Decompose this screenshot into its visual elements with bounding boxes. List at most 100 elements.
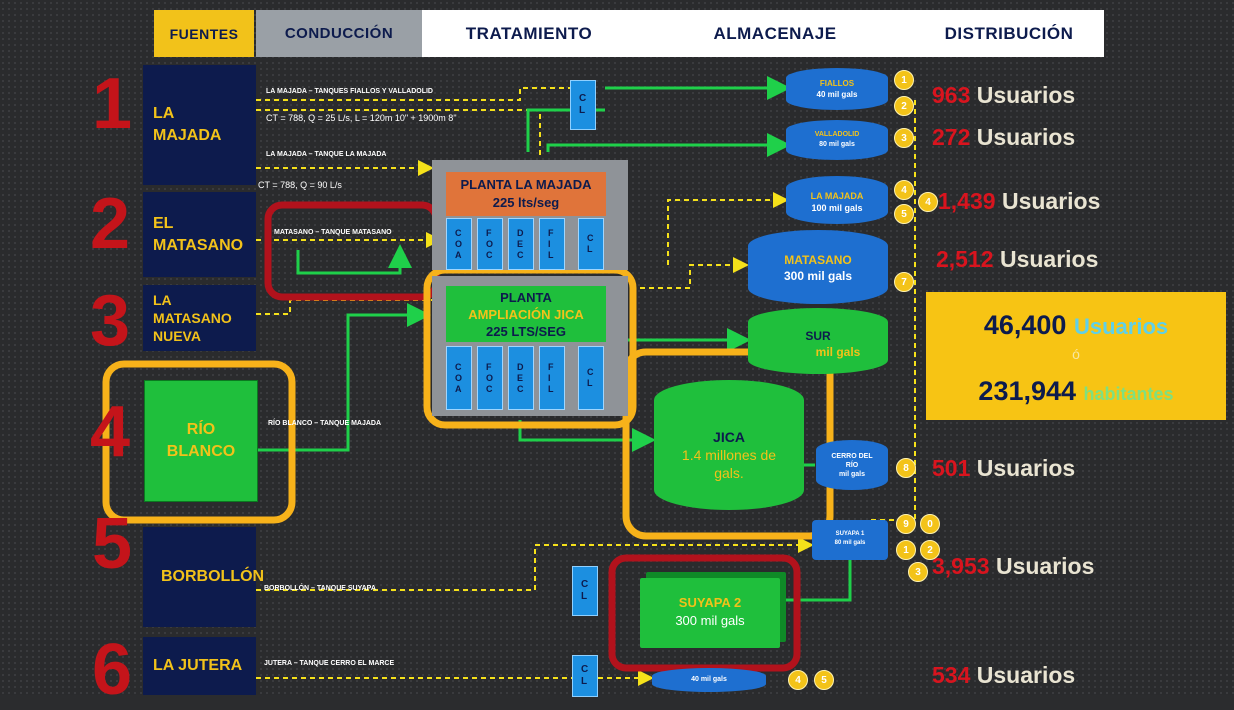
filter-label: F O C (486, 227, 494, 260)
tank-la-majada: LA MAJADA 100 mil gals (786, 176, 888, 224)
tank-capacity: mil gals (838, 471, 866, 478)
source-la-majada: LA MAJADA (143, 65, 256, 185)
filter-foc-2: F O C (477, 346, 503, 410)
users-2512: 2,512 Usuarios (936, 246, 1098, 273)
tank-capacity: 300 mil gals (783, 269, 853, 283)
users-label: Usuarios (976, 455, 1076, 481)
users-label: Usuarios (976, 124, 1076, 150)
users-1439: 1,439 Usuarios (938, 188, 1100, 215)
source-number-2: 2 (90, 184, 131, 264)
source-borbollon: BORBOLLÓN (143, 527, 264, 627)
highlight-matasano (264, 201, 440, 301)
badge: 2 (920, 540, 940, 560)
badge: 5 (894, 204, 914, 224)
conduction-majada-formula: CT = 788, Q = 25 L/s, L = 120m 10" + 190… (266, 113, 457, 123)
source-rio-blanco: RÍO BLANCO (144, 380, 258, 502)
conduction-majada-2: LA MAJADA – TANQUE LA MAJADA (266, 151, 387, 158)
filter-coa-1: C O A (446, 218, 472, 270)
filter-dec-1: D E C (508, 218, 534, 270)
filter-label: C L (587, 367, 594, 388)
plant-jica-title: PLANTA (500, 290, 552, 305)
header-tratamiento: TRATAMIENTO (422, 10, 636, 57)
tank-fiallos: FIALLOS 40 mil gals (786, 68, 888, 110)
badge: 8 (896, 458, 916, 478)
tank-name: SUYAPA 2 (678, 595, 742, 610)
tank-sur: SUR mil gals (748, 308, 888, 374)
tank-valladolid: VALLADOLID 80 mil gals (786, 120, 888, 160)
tank-jutera: 40 mil gals (652, 668, 766, 692)
tank-name: LA MAJADA (810, 191, 864, 201)
filter-dec-2: D E C (508, 346, 534, 410)
tank-name: CERRO DEL RÍO (831, 453, 873, 469)
users-number: 501 (932, 455, 971, 481)
highlight-rio-blanco (102, 360, 296, 524)
tank-name: VALLADOLID (814, 131, 860, 138)
users-number: 534 (932, 662, 971, 688)
conduction-rio-blanco: RÍO BLANCO – TANQUE MAJADA (268, 420, 382, 427)
tank-capacity: 1.4 millones de gals. (681, 447, 777, 481)
users-501: 501 Usuarios (932, 455, 1075, 482)
plant-jica-sub: AMPLIACIÓN JICA (468, 307, 584, 322)
badge: 1 (894, 70, 914, 90)
users-534: 534 Usuarios (932, 662, 1075, 689)
users-number: 3,953 (932, 553, 990, 579)
header-conduccion: CONDUCCIÓN (256, 10, 422, 57)
highlight-jica-plant (423, 266, 637, 429)
filter-label: C O A (455, 361, 463, 394)
tank-capacity: mil gals (815, 345, 861, 359)
source-number-6: 6 (92, 630, 133, 710)
filter-label: F I L (548, 227, 554, 260)
badge: 1 (896, 540, 916, 560)
plant-majada-flow: 225 lts/seg (492, 195, 560, 210)
users-label: Usuarios (1001, 188, 1101, 214)
source-la-matasano-nueva: LA MATASANO NUEVA (143, 285, 256, 351)
totals-hab-number: 231,944 (978, 376, 1077, 406)
source-el-matasano: EL MATASANO (143, 192, 256, 277)
users-label: Usuarios (995, 553, 1095, 579)
tank-capacity: 100 mil gals (811, 203, 863, 213)
users-label: Usuarios (976, 662, 1076, 688)
users-number: 963 (932, 82, 971, 108)
cl-box-jutera: C L (572, 655, 598, 697)
tank-name: SUYAPA 1 (835, 531, 865, 537)
conduction-borbollon: BORBOLLÓN – TANQUE SUYAPA (264, 585, 376, 592)
source-label: LA MATASANO NUEVA (153, 292, 232, 344)
filter-label: F I L (548, 361, 554, 394)
filter-label: F O C (486, 361, 494, 394)
tank-capacity: 40 mil gals (691, 676, 727, 683)
cl-box-borbollon: C L (572, 566, 598, 616)
users-272: 272 Usuarios (932, 124, 1075, 151)
totals-users-label: Usuarios (1073, 314, 1169, 339)
cl-label: C L (581, 579, 589, 602)
badge: 4 (894, 180, 914, 200)
totals-connector: ó (1072, 346, 1080, 362)
source-label: RÍO BLANCO (166, 421, 236, 460)
header-almacenaje: ALMACENAJE (636, 10, 914, 57)
plant-jica: PLANTA AMPLIACIÓN JICA 225 LTS/SEG C O A… (432, 276, 628, 416)
badge: 3 (894, 128, 914, 148)
filter-cl-2: C L (578, 346, 604, 410)
badge: 2 (894, 96, 914, 116)
source-label: EL MATASANO (153, 214, 244, 254)
filter-label: C L (587, 233, 594, 254)
tank-capacity: 300 mil gals (675, 613, 745, 628)
source-number-1: 1 (92, 64, 133, 144)
filter-fil-2: F I L (539, 346, 565, 410)
conduction-matasano: MATASANO – TANQUE MATASANO (274, 229, 392, 236)
source-number-4: 4 (90, 392, 131, 472)
tank-suyapa-1: SUYAPA 1 80 mil gals (812, 520, 888, 560)
filter-label: C O A (455, 227, 463, 260)
plant-jica-flow: 225 LTS/SEG (486, 324, 566, 339)
tank-name: FIALLOS (819, 79, 855, 88)
badge: 5 (814, 670, 834, 690)
cl-label: C L (581, 664, 589, 687)
users-label: Usuarios (976, 82, 1076, 108)
tank-name: SUR (805, 329, 831, 343)
source-number-5: 5 (92, 504, 133, 584)
users-963: 963 Usuarios (932, 82, 1075, 109)
source-la-jutera: LA JUTERA (143, 637, 256, 695)
filter-label: D E C (517, 361, 524, 394)
tank-capacity: 40 mil gals (816, 90, 858, 99)
badge: 4 (788, 670, 808, 690)
filter-coa-2: C O A (446, 346, 472, 410)
